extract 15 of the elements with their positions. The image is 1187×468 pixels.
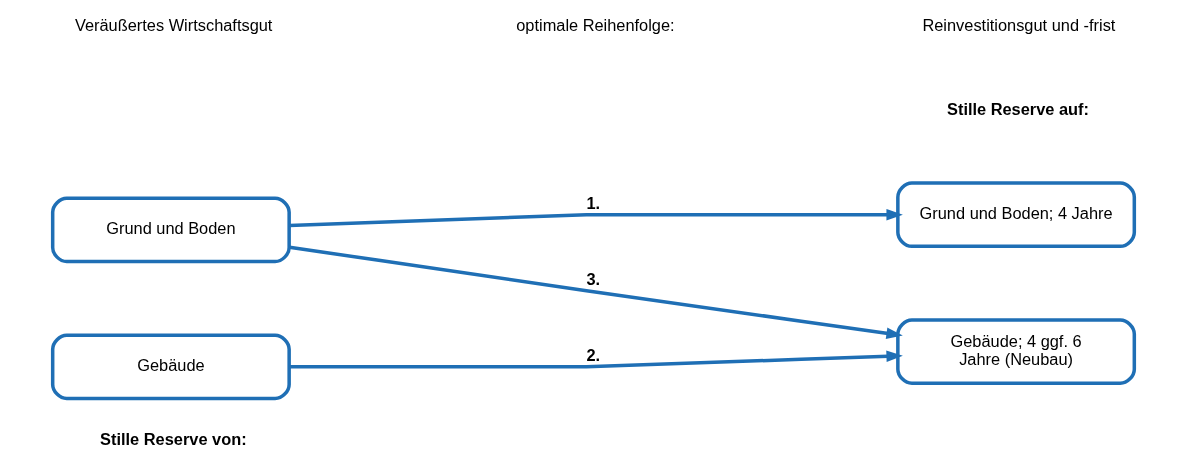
arrow: [289, 350, 903, 369]
label: optimale Reihenfolge:: [516, 15, 675, 34]
edge-label: 1.: [586, 194, 601, 213]
node-box: Grund und Boden; 4 Jahre: [896, 181, 1137, 249]
edge-label: 3.: [586, 270, 601, 289]
node-box: Gebäude: [50, 333, 291, 401]
arrow: [289, 245, 903, 339]
label: Reinvestitionsgut und -frist: [922, 15, 1116, 34]
arrow: [289, 208, 903, 228]
label: Stille Reserve auf:: [947, 99, 1090, 118]
label: Veräußertes Wirtschaftsgut: [74, 15, 273, 34]
label: Stille Reserve von:: [100, 429, 247, 448]
node-box: Gebäude; 4 ggf. 6 Jahre (Neubau): [896, 318, 1137, 385]
node-box: Grund und Boden: [50, 196, 291, 264]
edge-label: 2.: [586, 346, 601, 365]
